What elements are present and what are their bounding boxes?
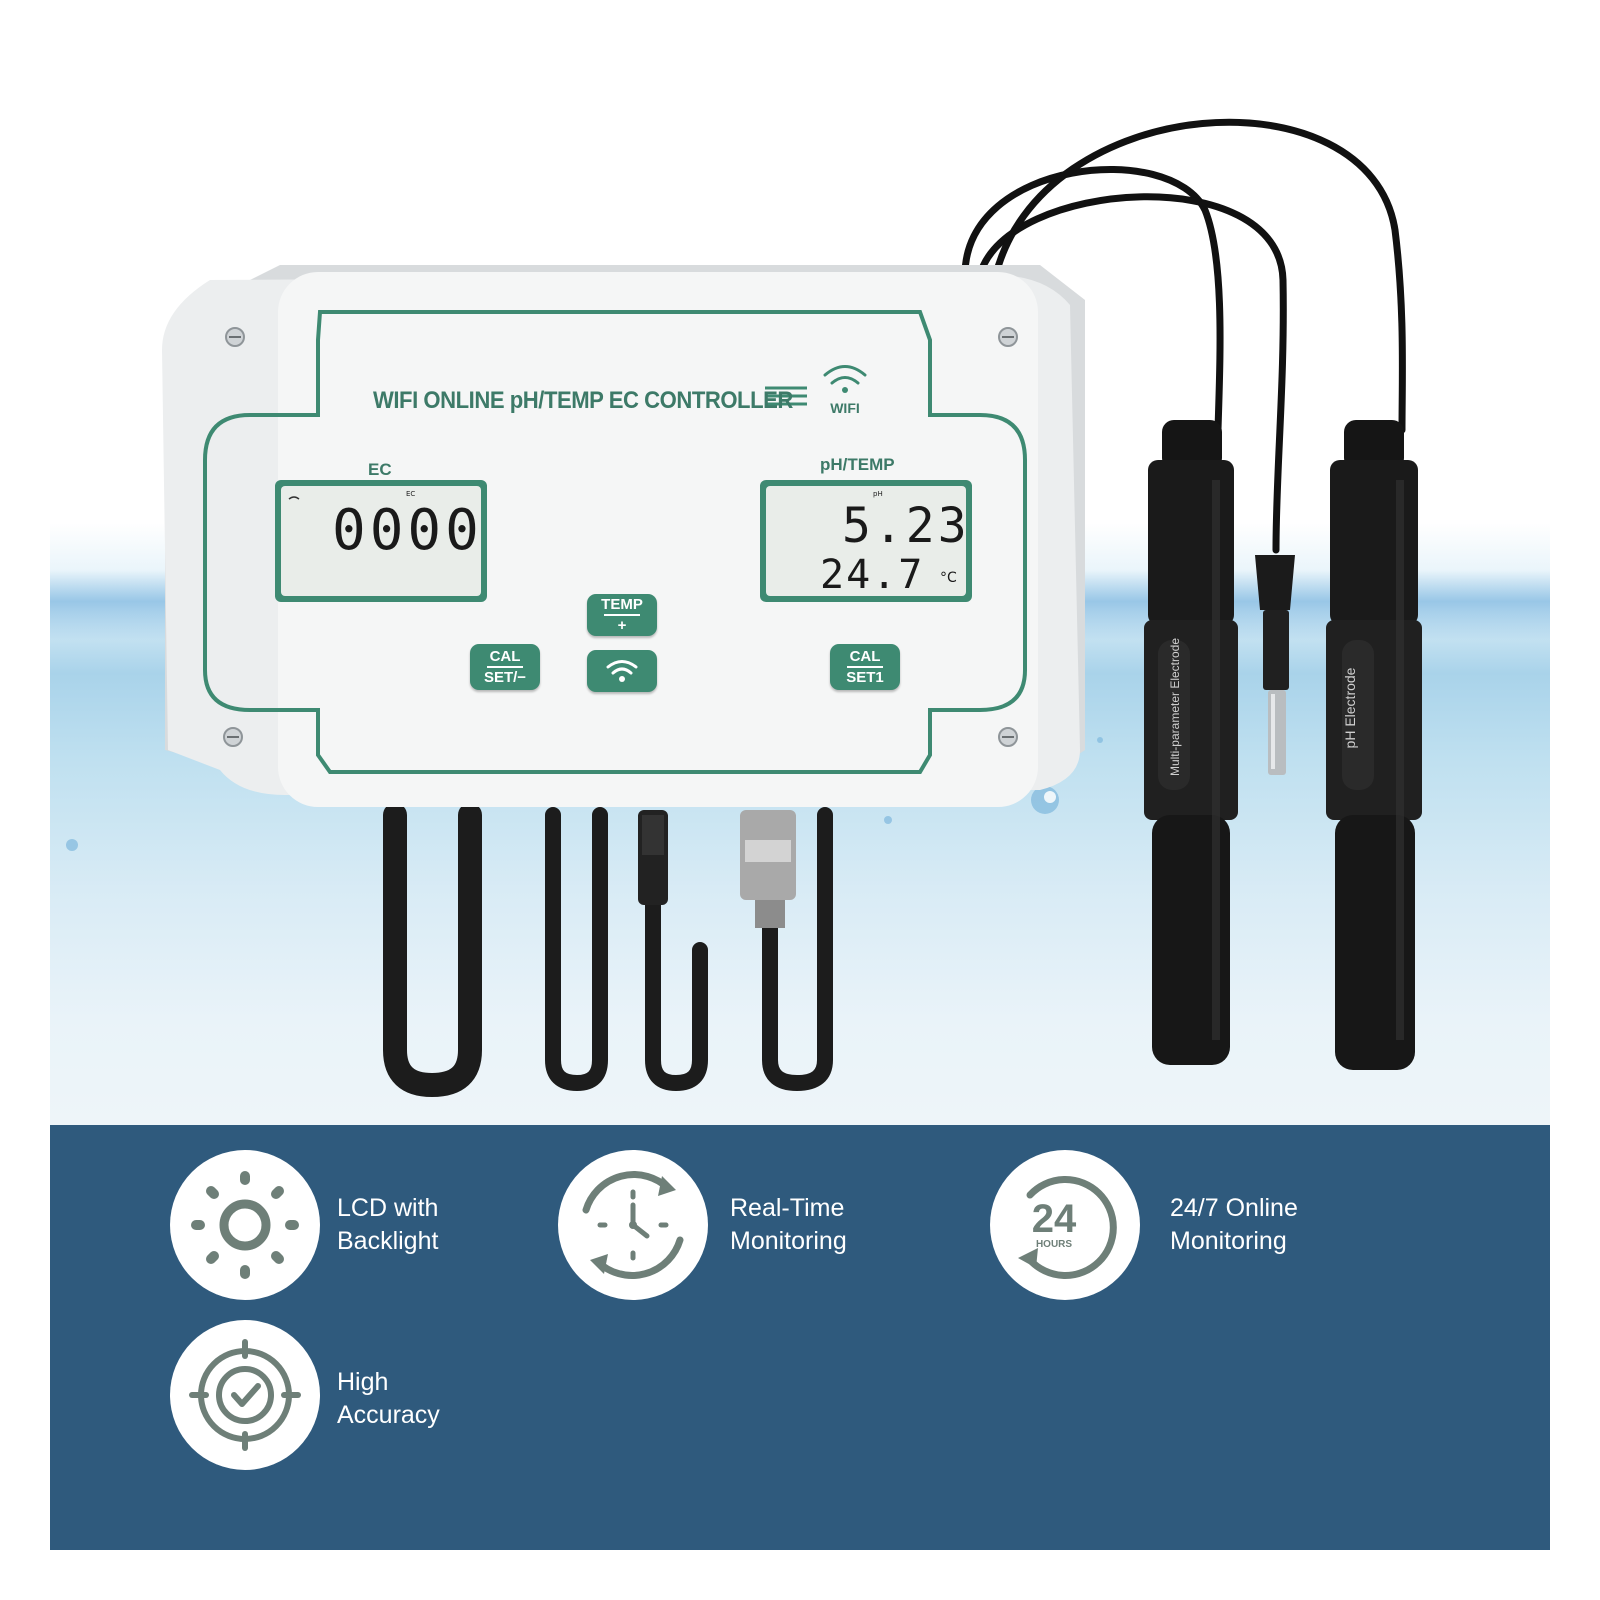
feature-accuracy-line1: High xyxy=(337,1368,389,1396)
feature-lcd-line1: LCD with xyxy=(337,1194,439,1222)
cal-set1-top: CAL xyxy=(849,648,881,666)
feature-real-time xyxy=(558,1150,708,1300)
temp-plus-button[interactable]: TEMP + xyxy=(587,594,657,636)
ec-small-label: EC xyxy=(406,490,416,498)
feature-lcd-line2: Backlight xyxy=(337,1227,439,1255)
feature-real-time-line1: Real-Time xyxy=(730,1194,845,1222)
feature-real-time-text: Real-Time Monitoring xyxy=(730,1192,847,1258)
ec-label: EC xyxy=(368,460,392,479)
cal-set1-button[interactable]: CAL SET1 xyxy=(830,644,900,690)
ph-temp-label: pH/TEMP xyxy=(820,455,895,474)
feature-lcd-backlight xyxy=(170,1150,320,1300)
cal-set-minus-top: CAL xyxy=(489,648,521,666)
24-hours-icon: 24 HOURS xyxy=(1018,1176,1117,1279)
feature-24-7-text: 24/7 Online Monitoring xyxy=(1170,1192,1298,1258)
feature-real-time-line2: Monitoring xyxy=(730,1227,847,1255)
ph-electrode-label: pH Electrode xyxy=(1342,667,1358,749)
feature-24-7-line2: Monitoring xyxy=(1170,1227,1287,1255)
clock-refresh-icon xyxy=(582,1171,684,1279)
feature-24-7: 24 HOURS xyxy=(990,1150,1140,1300)
feature-24-7-line1: 24/7 Online xyxy=(1170,1194,1298,1222)
multi-parameter-electrode-label: Multi-parameter Electrode xyxy=(1168,637,1182,777)
feature-accuracy-text: High Accuracy xyxy=(337,1366,440,1432)
feature-accuracy-line2: Accuracy xyxy=(337,1401,440,1429)
wifi-button[interactable] xyxy=(587,650,657,692)
ph-display: 5.23 xyxy=(842,498,970,554)
feature-lcd-text: LCD with Backlight xyxy=(337,1192,438,1258)
product-image: WIFI ONLINE pH/TEMP EC CONTROLLER WIFI E… xyxy=(50,50,1550,1550)
device-title: WIFI ONLINE pH/TEMP EC CONTROLLER xyxy=(373,387,793,414)
ph-small-label: pH xyxy=(873,490,883,498)
target-check-icon xyxy=(189,1339,301,1451)
temp-unit: °C xyxy=(940,570,957,586)
temp-plus-bottom: + xyxy=(617,616,627,634)
cal-set-minus-button[interactable]: CAL SET/− xyxy=(470,644,540,690)
wifi-icon xyxy=(606,660,638,682)
hours-number: 24 xyxy=(1032,1197,1077,1241)
sun-icon xyxy=(191,1171,299,1279)
feature-high-accuracy xyxy=(170,1320,320,1470)
ec-display: 0000 xyxy=(332,498,483,563)
temp-display: 24.7 xyxy=(820,552,925,598)
cal-set-minus-bottom: SET/− xyxy=(483,668,527,686)
hours-word: HOURS xyxy=(1036,1239,1072,1250)
wifi-label: WIFI xyxy=(830,400,860,416)
device-illustration xyxy=(66,118,1422,1098)
cal-set1-bottom: SET1 xyxy=(846,668,884,686)
temp-plus-top: TEMP xyxy=(601,596,643,614)
